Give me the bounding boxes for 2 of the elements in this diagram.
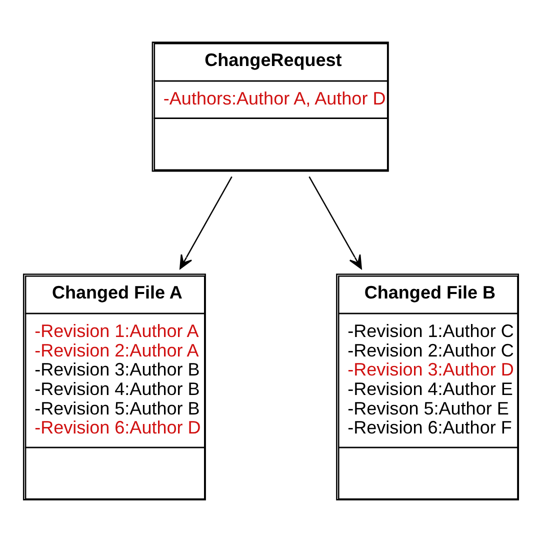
arrow bbox=[180, 176, 232, 270]
arrow bbox=[308, 176, 362, 270]
